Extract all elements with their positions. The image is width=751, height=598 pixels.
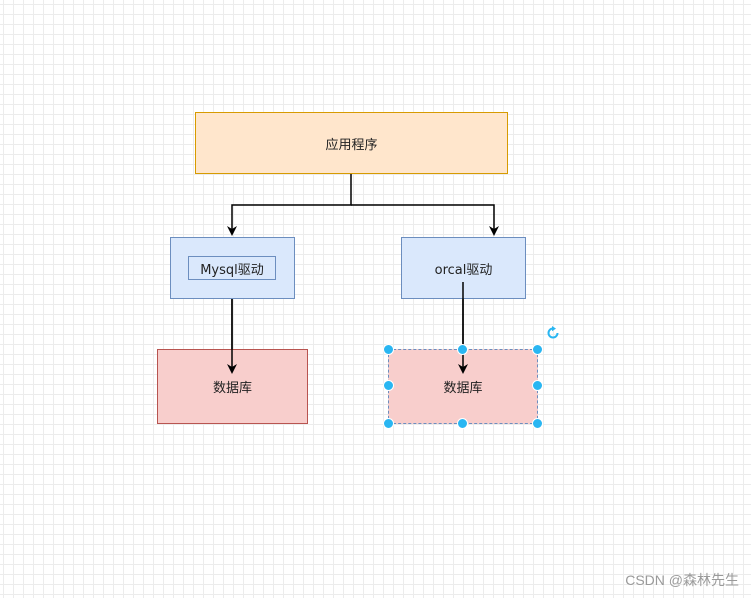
resize-handle-top-left[interactable] [383,344,394,355]
rotate-icon[interactable] [545,325,561,341]
mysql-driver-label-box[interactable]: Mysql驱动 [188,256,276,280]
edge-app-to-oracle-driver[interactable] [351,204,499,236]
resize-handle-top[interactable] [457,344,468,355]
edge-app-to-mysql-driver[interactable] [227,174,352,236]
resize-handle-right[interactable] [532,380,543,391]
resize-handle-bottom-right[interactable] [532,418,543,429]
database-node-right-selected[interactable]: 数据库 [388,349,538,424]
database-node-left[interactable]: 数据库 [157,349,308,424]
mysql-driver-node[interactable] [170,237,295,299]
watermark: CSDN @森林先生 [625,572,739,588]
resize-handle-bottom-left[interactable] [383,418,394,429]
resize-handle-top-right[interactable] [532,344,543,355]
oracle-driver-node[interactable]: orcal驱动 [401,237,526,299]
resize-handle-bottom[interactable] [457,418,468,429]
app-node-label: 应用程序 [325,137,378,153]
oracle-driver-label: orcal驱动 [434,262,493,278]
resize-handle-left[interactable] [383,380,394,391]
database-left-label: 数据库 [212,381,252,396]
mysql-driver-label: Mysql驱动 [200,262,264,278]
database-right-label: 数据库 [443,381,483,396]
app-node[interactable]: 应用程序 [195,112,508,174]
